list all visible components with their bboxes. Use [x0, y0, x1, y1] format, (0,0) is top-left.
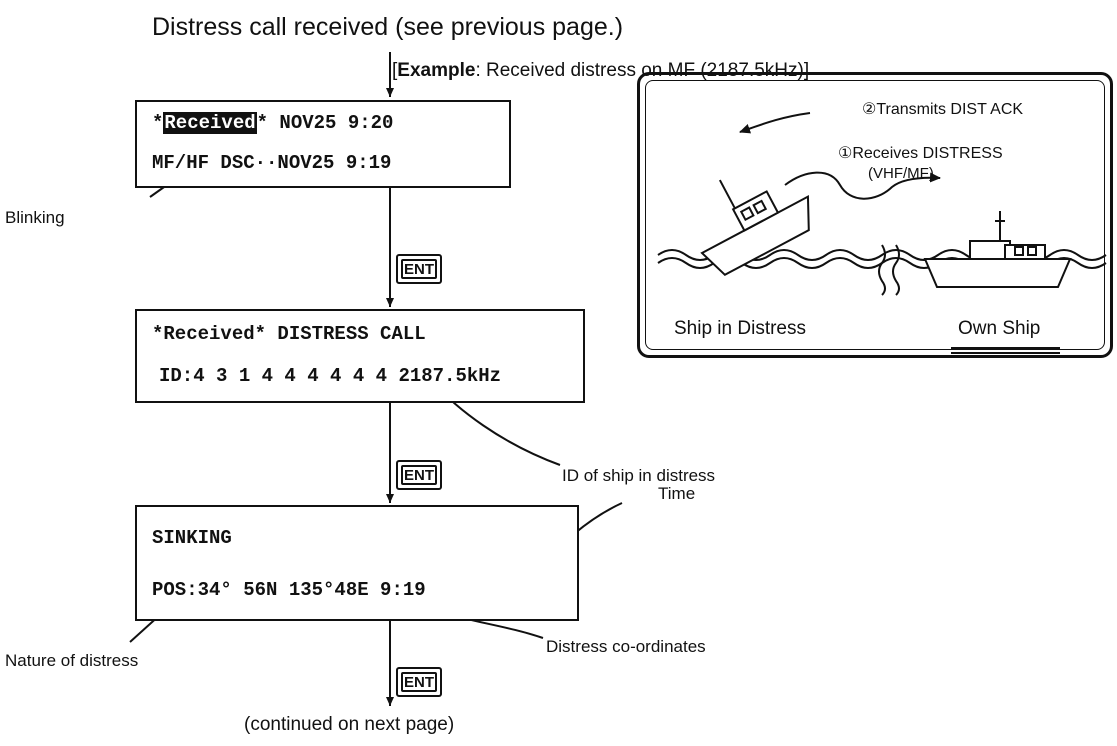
- screen3-line1: SINKING: [152, 527, 232, 549]
- blinking-label: Blinking: [5, 208, 65, 228]
- screen1-suffix: * NOV25 9:20: [257, 112, 394, 134]
- band-label: (VHF/MF): [868, 165, 934, 182]
- footer-text: (continued on next page): [244, 714, 454, 736]
- own-ship: [925, 211, 1070, 287]
- screen-distress-call: *Received* DISTRESS CALL ID:4 3 1 4 4 4 …: [135, 309, 585, 403]
- ent-key-3[interactable]: ENT: [396, 667, 442, 697]
- ent-key-2[interactable]: ENT: [396, 460, 442, 490]
- screen3-line2: POS:34° 56N 135°48E 9:19: [152, 579, 426, 601]
- ent-key-2-label: ENT: [401, 465, 437, 485]
- ent-key-3-label: ENT: [401, 672, 437, 692]
- screen1-line1: *Received* NOV25 9:20: [152, 112, 393, 134]
- screen-nature-position: SINKING POS:34° 56N 135°48E 9:19: [135, 505, 579, 621]
- distress-illustration: ②Transmits DIST ACK ①Receives DISTRESS (…: [637, 72, 1113, 358]
- step2-label: ②Transmits DIST ACK: [862, 99, 1023, 119]
- ship-id-label: ID of ship in distress: [562, 466, 715, 486]
- screen1-prefix: *: [152, 112, 163, 134]
- ack-arrow: [740, 113, 810, 132]
- received-highlight: Received: [163, 112, 256, 134]
- ship-in-distress-label: Ship in Distress: [674, 318, 806, 340]
- screen2-line2: ID:4 3 1 4 4 4 4 4 4 2187.5kHz: [159, 365, 501, 387]
- ent-key-1-label: ENT: [401, 259, 437, 279]
- ent-key-1[interactable]: ENT: [396, 254, 442, 284]
- own-ship-label: Own Ship: [958, 318, 1040, 340]
- coords-label: Distress co-ordinates: [546, 637, 706, 657]
- screen-received: *Received* NOV25 9:20 MF/HF DSC··NOV25 9…: [135, 100, 511, 188]
- step1-label: ①Receives DISTRESS: [838, 143, 1003, 163]
- time-label: Time: [658, 484, 695, 504]
- screen1-line2: MF/HF DSC··NOV25 9:19: [152, 152, 391, 174]
- nature-label: Nature of distress: [5, 651, 138, 671]
- screen2-line1: *Received* DISTRESS CALL: [152, 323, 426, 345]
